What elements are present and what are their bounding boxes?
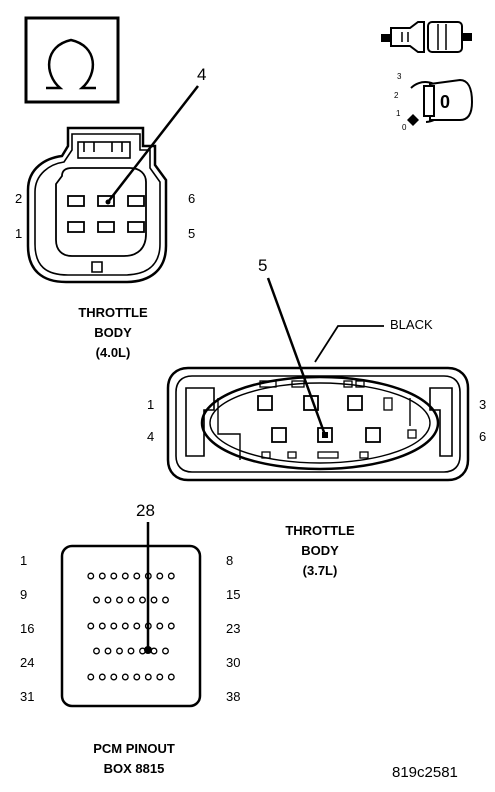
pcm-row5-left: 31 (20, 689, 35, 704)
pcm-pin-hole (133, 572, 141, 580)
pcm-row2-left: 9 (20, 587, 28, 602)
pcm-pin-hole (93, 647, 100, 655)
pcm-row4-right: 30 (226, 655, 241, 670)
pcm-pin-hole (133, 622, 141, 630)
connector-side-icon (381, 21, 472, 53)
tb40-pin-6: 6 (188, 191, 196, 206)
pcm-caption: PCM PINOUT BOX 8815 (76, 739, 192, 779)
tb40-caption-line2: BODY (94, 325, 132, 341)
throttle-body-40-connector (26, 85, 199, 284)
pcm-pin-hole (162, 647, 169, 655)
pcm-pin-hole (87, 673, 95, 681)
ignition-pos-2: 2 (394, 91, 399, 100)
pcm-pin-hole (121, 622, 129, 630)
pcm-caption-line2: BOX 8815 (103, 761, 165, 777)
pcm-pin-hole (167, 572, 175, 580)
pcm-pin-hole (98, 622, 106, 630)
tb37-pin-4: 4 (147, 429, 155, 444)
pcm-pin-hole (144, 673, 152, 681)
pcm-row1-left: 1 (20, 553, 28, 568)
tb40-pin-5: 5 (188, 226, 196, 241)
callout-4: 4 (197, 65, 207, 84)
tb40-caption: THROTTLE BODY (4.0L) (68, 303, 158, 363)
pcm-pin-hole (93, 596, 100, 604)
callout-28: 28 (136, 501, 155, 520)
pcm-pin-hole (156, 622, 164, 630)
pcm-row3-left: 16 (20, 621, 35, 636)
pcm-pin-hole (110, 673, 118, 681)
tb40-caption-line1: THROTTLE (78, 305, 148, 320)
pcm-pin-hole (167, 673, 175, 681)
callout-5: 5 (258, 256, 268, 275)
tb37-pin-6: 6 (479, 429, 487, 444)
pcm-pin-hole (156, 673, 164, 681)
tb37-pin-3: 3 (479, 397, 487, 412)
ignition-key-icon (407, 78, 474, 126)
pcm-pin-hole (98, 572, 106, 580)
pcm-pin-hole (167, 622, 175, 630)
pcm-pin-hole (121, 572, 129, 580)
ignition-pos-3: 3 (397, 72, 402, 81)
pcm-row4-left: 24 (20, 655, 35, 670)
pcm-row5-right: 38 (226, 689, 241, 704)
pcm-pin-hole (139, 596, 146, 604)
tb40-pin-2: 2 (15, 191, 23, 206)
tb40-pin-1: 1 (15, 226, 23, 241)
pcm-pin-hole (110, 572, 118, 580)
ignition-key-value: 0 (440, 92, 451, 112)
pcm-row1-right: 8 (226, 553, 234, 568)
pcm-pin-hole (150, 647, 158, 655)
pcm-pin-hole (116, 596, 123, 604)
pcm-pin-hole (133, 673, 141, 681)
pcm-pin-hole (162, 596, 169, 604)
pcm-pin-hole (156, 572, 164, 580)
pcm-pin-hole (116, 647, 123, 655)
throttle-body-37-connector (166, 277, 470, 482)
tb37-caption: THROTTLE BODY (3.7L) (272, 521, 368, 581)
pcm-row3-right: 23 (226, 621, 241, 636)
tb37-caption-line2: BODY (301, 543, 339, 559)
ignition-pos-0: 0 (402, 123, 407, 132)
pcm-pin-hole (110, 622, 118, 630)
omega-icon (24, 16, 120, 104)
pcm-pin-hole (104, 647, 112, 655)
tb40-caption-line3: (4.0L) (95, 345, 131, 361)
pcm-pin-hole (87, 622, 95, 630)
tb37-caption-line3: (3.7L) (302, 563, 338, 579)
pcm-pin-hole (127, 647, 135, 655)
ignition-pos-1: 1 (396, 109, 401, 118)
pcm-pin-grid (87, 572, 175, 681)
figure-id: 819c2581 (392, 764, 458, 781)
pcm-pin-hole (98, 673, 106, 681)
pcm-pin-hole (104, 596, 112, 604)
pcm-row2-right: 15 (226, 587, 241, 602)
pcm-pin-hole (121, 673, 129, 681)
tb37-caption-line1: THROTTLE (285, 523, 355, 538)
tb37-pin-1: 1 (147, 397, 155, 412)
pcm-caption-line1: PCM PINOUT (93, 741, 175, 756)
pcm-pin-hole (87, 572, 95, 580)
pcm-pin-hole (150, 596, 158, 604)
pcm-pinout-box (60, 522, 202, 708)
pcm-pin-hole (127, 596, 135, 604)
tb37-color-label: BLACK (390, 317, 433, 332)
